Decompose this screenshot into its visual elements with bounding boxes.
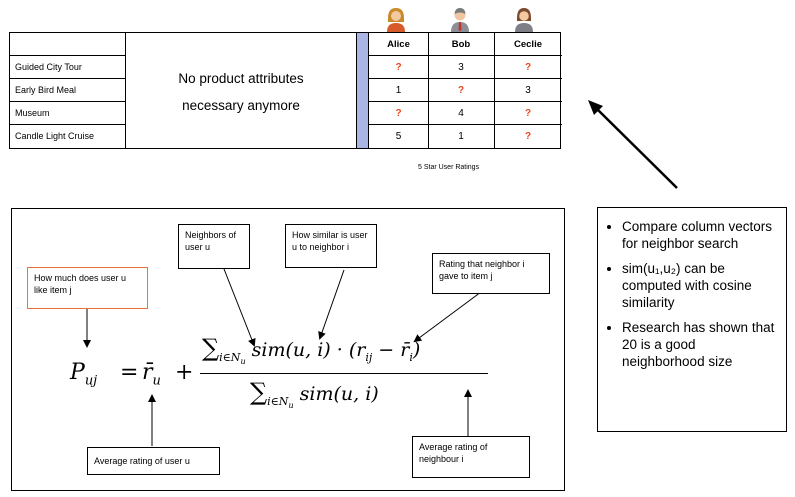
annotation-avg-neighbour: Average rating of neighbour i [412, 436, 530, 478]
rating-cell: ? [524, 131, 532, 142]
note-line-1: No product attributes [178, 71, 304, 86]
rating-cell: 3 [458, 62, 464, 73]
bob-avatar-icon [449, 6, 471, 32]
formula: Puj = r̄u + ∑i∈Nu sim(u, i) · (rij − r̄i… [70, 330, 500, 410]
header-bob: Bob [451, 39, 471, 50]
formula-lhs-sub: uj [84, 373, 98, 389]
formula-panel [11, 208, 565, 491]
annotation-similarity: How similar is user u to neighbor i [285, 224, 377, 268]
formula-den-sum-sub2: u [288, 400, 294, 410]
alice-avatar-icon [385, 6, 407, 32]
note-line-2: necessary anymore [182, 98, 300, 113]
formula-num-tail: − r̄ [372, 339, 410, 361]
formula-den-body: sim(u, i) [299, 383, 379, 405]
ratings-table: Alice Bob Ceclie Guided City Tour Early … [9, 32, 562, 149]
formula-num-sum: ∑ [202, 334, 220, 362]
ceclie-avatar-icon [513, 6, 535, 32]
annotation-arrows [83, 268, 482, 446]
bullet-item: Research has shown that 20 is a good nei… [622, 319, 778, 370]
fraction-bar [200, 373, 488, 374]
rating-cell: ? [395, 62, 402, 73]
pointer-arrow [588, 100, 678, 189]
formula-rbar: r̄ [142, 360, 153, 385]
rating-cell: 5 [395, 131, 402, 142]
formula-num-ij: ij [365, 350, 373, 364]
formula-num-sum-sub: i∈N [219, 350, 241, 364]
formula-den-sum: ∑ [250, 378, 268, 406]
formula-num-close: ) [412, 339, 421, 361]
rating-cell: 4 [458, 108, 464, 119]
bullet-item: Compare column vectors for neighbor sear… [622, 218, 778, 252]
formula-equals: = [120, 360, 139, 385]
header-alice: Alice [387, 39, 410, 50]
formula-lhs: P [70, 360, 85, 385]
rating-cell: 1 [395, 85, 402, 96]
rating-cell: ? [524, 62, 532, 73]
item-label: Early Bird Meal [15, 85, 77, 95]
rating-cell: 1 [458, 131, 464, 142]
bullet-item: sim(u₁,u₂) can be computed with cosine s… [622, 260, 778, 311]
formula-num-sum-sub2: u [240, 356, 246, 366]
rating-cell: 3 [525, 85, 531, 96]
formula-rbar-sub: u [152, 373, 161, 389]
rating-cell: ? [457, 85, 465, 96]
item-label: Guided City Tour [15, 62, 82, 72]
table-caption: 5 Star User Ratings [418, 164, 480, 171]
formula-num-body: sim(u, i) · (r [251, 339, 366, 361]
item-label: Candle Light Cruise [15, 131, 95, 141]
formula-num-i: i [409, 350, 413, 364]
accent-bar [356, 33, 369, 148]
annotation-like-item: How much does user u like item j [27, 267, 148, 309]
rating-cell: ? [395, 108, 402, 119]
annotation-neighbor-rating: Rating that neighbor i gave to item j [432, 253, 550, 294]
bullet-panel: Compare column vectors for neighbor sear… [597, 207, 787, 432]
formula-plus: + [175, 360, 194, 385]
formula-den-sum-sub: i∈N [267, 394, 289, 408]
annotation-neighbors: Neighbors of user u [178, 224, 250, 269]
rating-cell: ? [524, 108, 532, 119]
annotation-avg-user: Average rating of user u [87, 447, 220, 475]
item-label: Museum [15, 108, 50, 118]
header-ceclie: Ceclie [514, 39, 542, 50]
